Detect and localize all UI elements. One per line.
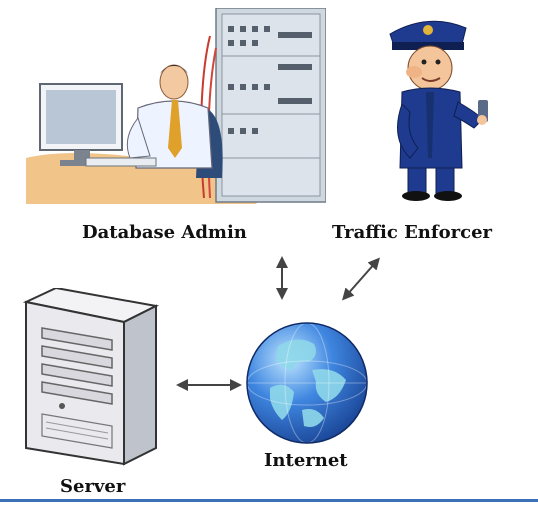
database-admin-illustration [26, 8, 326, 204]
arrow-enforcer-internet [342, 257, 380, 301]
server-tower-icon [22, 288, 160, 466]
server-label: Server [60, 476, 126, 497]
traffic-enforcer-illustration [389, 20, 488, 201]
internet-label: Internet [264, 450, 348, 471]
globe-icon [246, 322, 368, 444]
database-admin-label: Database Admin [82, 222, 247, 243]
traffic-enforcer-label: Traffic Enforcer [332, 222, 493, 243]
bottom-divider [0, 499, 538, 502]
